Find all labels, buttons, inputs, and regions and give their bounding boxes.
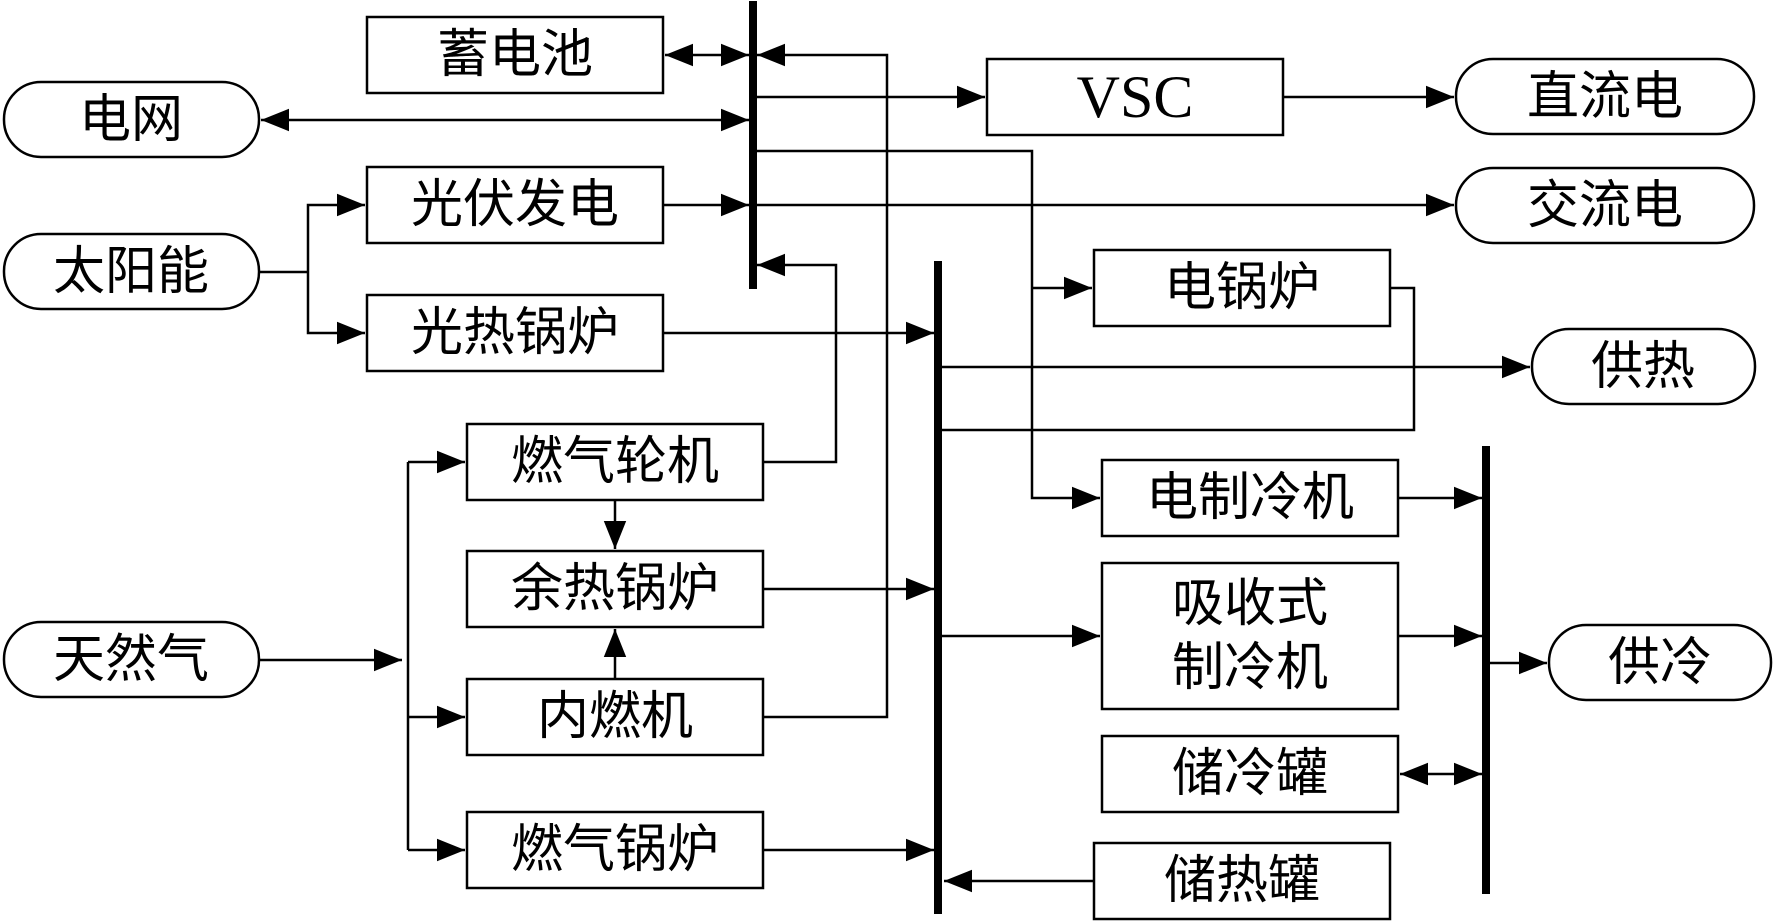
electric-chiller-box: 电制冷机 — [1100, 458, 1400, 538]
heat-supply-terminal: 供热 — [1530, 327, 1757, 406]
ice-box: 内燃机 — [465, 677, 765, 757]
pv-box: 光伏发电 — [365, 165, 665, 245]
ice-to-electric-bus — [757, 43, 889, 719]
absorption-chiller-label-line2: 制冷机 — [1172, 638, 1328, 698]
gas-turbine-label: 燃气轮机 — [511, 432, 719, 492]
pv-label: 光伏发电 — [411, 175, 619, 235]
heat-storage-label: 储热罐 — [1164, 851, 1320, 911]
ac-power-terminal: 交流电 — [1454, 166, 1756, 245]
solar-thermal-boiler-box: 光热锅炉 — [365, 293, 665, 373]
electric-boiler-to-heat-bus — [942, 286, 1416, 432]
cool-supply-label: 供冷 — [1608, 633, 1712, 693]
grid-label: 电网 — [79, 90, 183, 150]
cold-storage-label: 储冷罐 — [1172, 744, 1328, 804]
solar-label: 太阳能 — [53, 242, 209, 302]
electric-boiler-box: 电锅炉 — [1092, 248, 1392, 328]
gas-boiler-box: 燃气锅炉 — [465, 810, 765, 890]
solar-terminal: 太阳能 — [2, 232, 261, 311]
ice-label: 内燃机 — [537, 687, 693, 747]
vsc-label: VSC — [1077, 64, 1194, 130]
gas-boiler-label: 燃气锅炉 — [511, 820, 719, 880]
waste-heat-boiler-box: 余热锅炉 — [465, 549, 765, 629]
bus-to-electric-branch — [757, 149, 1100, 510]
battery-box: 蓄电池 — [365, 15, 665, 95]
battery-label: 蓄电池 — [437, 25, 593, 85]
grid-terminal: 电网 — [2, 80, 261, 159]
cool-supply-terminal: 供冷 — [1547, 623, 1773, 702]
solar-to-pv — [306, 193, 365, 272]
absorption-chiller-label-line1: 吸收式 — [1172, 574, 1328, 634]
dc-power-label: 直流电 — [1527, 67, 1683, 127]
solar-thermal-boiler-label: 光热锅炉 — [411, 303, 619, 363]
absorption-chiller-box: 吸收式 制冷机 — [1100, 561, 1400, 711]
electric-chiller-label: 电制冷机 — [1146, 468, 1354, 528]
heat-storage-box: 储热罐 — [1092, 841, 1392, 921]
natural-gas-terminal: 天然气 — [2, 620, 261, 699]
waste-heat-boiler-label: 余热锅炉 — [511, 559, 719, 619]
gas-turbine-box: 燃气轮机 — [465, 422, 765, 502]
dc-power-terminal: 直流电 — [1454, 57, 1756, 136]
electric-boiler-label: 电锅炉 — [1164, 258, 1320, 318]
ac-power-label: 交流电 — [1527, 176, 1683, 236]
solar-to-solar-thermal — [306, 272, 365, 345]
gas-turbine-to-electric-bus — [757, 253, 838, 464]
cold-storage-box: 储冷罐 — [1100, 734, 1400, 814]
vsc-box: VSC — [985, 57, 1285, 137]
natural-gas-label: 天然气 — [53, 630, 209, 690]
heat-supply-label: 供热 — [1591, 337, 1695, 397]
